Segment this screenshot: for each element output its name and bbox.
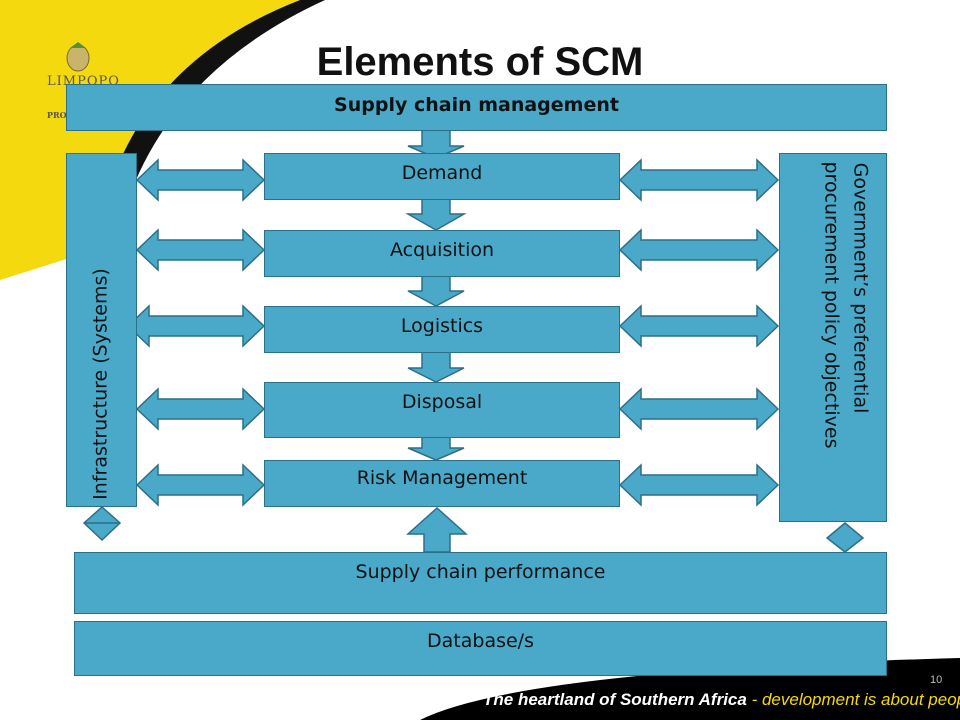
supply-chain-performance-label: Supply chain performance — [355, 561, 606, 583]
stage-label: Demand — [401, 162, 483, 184]
stage-disposal-box: Disposal — [264, 382, 620, 438]
up-arrow — [406, 506, 468, 553]
right-double-arrow — [618, 387, 780, 431]
right-double-arrow — [618, 228, 780, 272]
database-box: Database/s — [74, 621, 887, 676]
stage-acquisition-box: Acquisition — [264, 230, 620, 277]
stage-label: Acquisition — [389, 239, 495, 261]
stage-demand-box: Demand — [264, 153, 620, 200]
left-double-arrow — [135, 387, 266, 431]
government-policy-label-line1: Government’s preferential — [849, 162, 872, 414]
infrastructure-label: Infrastructure (Systems) — [89, 268, 112, 500]
down-arrow — [407, 129, 465, 159]
right-updown-arrow — [825, 522, 865, 553]
page-number: 10 — [930, 674, 943, 686]
left-double-arrow — [135, 158, 266, 202]
right-double-arrow — [618, 158, 780, 202]
stage-risk-management-box: Risk Management — [264, 460, 620, 507]
government-policy-column — [779, 153, 887, 522]
stage-label: Risk Management — [356, 467, 528, 489]
supply-chain-management-box: Supply chain management — [66, 84, 887, 131]
supply-chain-management-label: Supply chain management — [334, 94, 619, 116]
stage-label: Disposal — [401, 391, 483, 413]
logo-subtext: PROVI — [47, 110, 77, 120]
supply-chain-performance-box: Supply chain performance — [74, 552, 887, 614]
stage-logistics-box: Logistics — [264, 306, 620, 353]
right-double-arrow — [618, 463, 780, 507]
down-arrow — [407, 351, 465, 383]
database-label: Database/s — [427, 630, 534, 652]
down-arrow — [405, 198, 467, 231]
down-arrow — [407, 436, 465, 461]
left-double-arrow — [135, 228, 266, 272]
left-double-arrow — [126, 304, 266, 348]
footer-slogan: The heartland of Southern Africa - devel… — [483, 690, 960, 710]
down-arrow — [407, 275, 465, 307]
coat-of-arms-icon — [66, 42, 90, 72]
left-double-arrow — [135, 463, 266, 507]
stage-label: Logistics — [400, 315, 484, 337]
slide-title: Elements of SCM — [316, 40, 644, 84]
government-policy-label-line2: procurement policy objectives — [820, 161, 843, 449]
footer-slogan-rest: - development is about people — [746, 690, 960, 709]
right-double-arrow — [618, 304, 780, 348]
footer-slogan-bold: The heartland of Southern Africa — [483, 690, 747, 709]
infrastructure-column — [66, 153, 137, 507]
